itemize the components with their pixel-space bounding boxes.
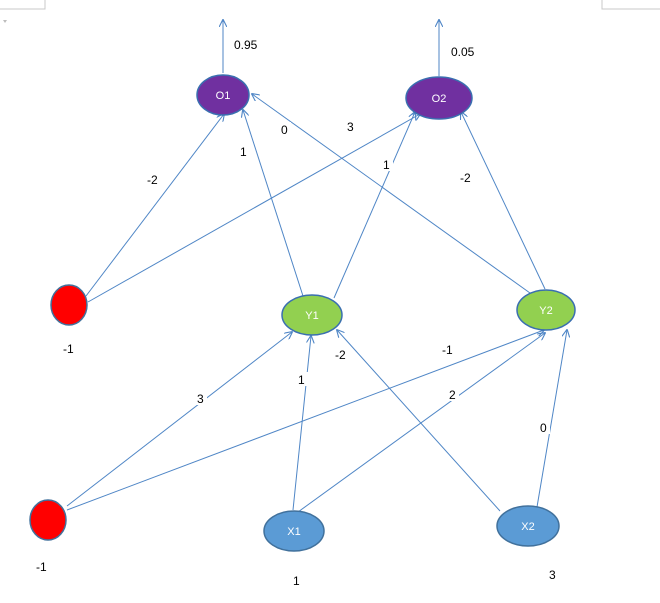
x1-value: 1: [293, 574, 300, 588]
edge-y1-o2: [333, 112, 415, 299]
node-y1-label: Y1: [305, 310, 318, 322]
page-corner-mark-right: [601, 0, 660, 10]
bias-bottom-value: -1: [36, 560, 47, 574]
weight-x2-y1: -2: [335, 348, 346, 362]
weight-x1-y2: 2: [449, 388, 456, 402]
weight-y2-o1: 0: [281, 123, 288, 137]
edge-x1-y1: [292, 336, 311, 511]
edge-x1-y2: [297, 333, 545, 513]
edge-x2-y1: [337, 330, 501, 512]
page-corner-mark-left: [0, 0, 46, 10]
edge-bias-bottom-y1: [66, 332, 292, 507]
bias-top-value: -1: [63, 342, 74, 356]
weight-y1-o2: 1: [383, 158, 390, 172]
node-y2-label: Y2: [539, 305, 552, 317]
node-bias-top: [50, 284, 88, 326]
weight-labels: -2 3 1 1 0 -2 3 -1 1 2 -2 0: [146, 119, 550, 435]
o1-output-value: 0.95: [234, 38, 258, 52]
weight-x2-y2: 0: [540, 421, 547, 435]
weight-y1-o1: 1: [240, 145, 247, 159]
edge-y2-o2: [461, 112, 546, 290]
edge-bias-top-o2: [87, 114, 420, 303]
node-x1: X1: [263, 510, 325, 552]
edge-bias-bottom-y2: [66, 330, 544, 511]
edge-x2-y2: [536, 330, 567, 508]
weight-y2-o2: -2: [460, 171, 471, 185]
o2-output-value: 0.05: [451, 45, 475, 59]
node-o2: O2: [405, 76, 473, 120]
node-x1-label: X1: [287, 526, 300, 538]
page-corner-caret: [3, 20, 7, 23]
node-y2: Y2: [516, 289, 576, 331]
weight-bias-top-o1: -2: [147, 173, 158, 187]
weight-bias-bottom-y2: -1: [442, 343, 453, 357]
weight-bias-bottom-y1: 3: [197, 392, 204, 406]
node-o2-label: O2: [432, 93, 447, 105]
node-y1: Y1: [281, 294, 343, 336]
edge-y1-o1: [243, 110, 304, 297]
x2-value: 3: [549, 568, 556, 582]
edge-bias-top-o1: [85, 114, 224, 297]
node-o1: O1: [196, 74, 250, 116]
edge-group: [66, 20, 567, 513]
node-bias-bottom: [29, 499, 67, 541]
node-x2: X2: [496, 505, 560, 547]
weight-bias-top-o2: 3: [347, 120, 354, 134]
weight-x1-y1: 1: [298, 373, 305, 387]
edge-y2-o1: [252, 94, 531, 294]
node-o1-label: O1: [216, 90, 231, 102]
node-x2-label: X2: [521, 521, 534, 533]
